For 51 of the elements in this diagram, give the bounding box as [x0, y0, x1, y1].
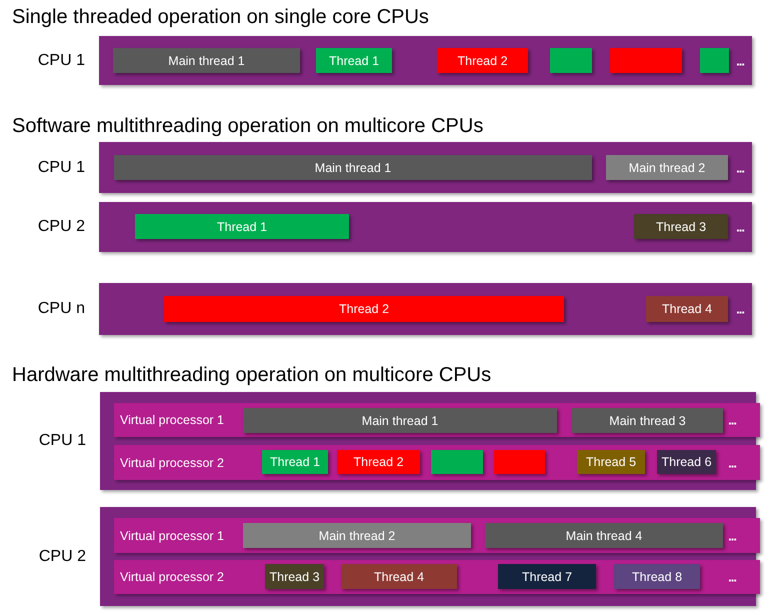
virtual-processor-band	[114, 560, 760, 594]
thread-bar: Main thread 1	[114, 155, 592, 180]
cpu-label: CPU 1	[38, 52, 85, 70]
thread-block	[700, 48, 729, 73]
cpu-label: CPU 1	[38, 432, 86, 450]
thread-bar: Main thread 2	[243, 523, 471, 548]
ellipsis: ...	[736, 54, 744, 67]
thread-bar: Thread 3	[634, 214, 728, 239]
processor-label: Virtual processor 1	[120, 528, 224, 542]
thread-bar: Thread 1	[316, 48, 392, 73]
cpu-label: CPU 2	[38, 548, 86, 566]
thread-block	[610, 48, 682, 73]
ellipsis: ...	[728, 529, 736, 542]
thread-bar: Thread 2	[337, 450, 420, 474]
thread-bar: Main thread 2	[606, 155, 728, 180]
thread-bar: Thread 5	[577, 450, 645, 474]
section-title: Single threaded operation on single core CPUs	[12, 6, 429, 29]
virtual-processor-band	[114, 403, 760, 437]
ellipsis: ...	[736, 220, 744, 234]
thread-bar: Thread 3	[265, 564, 324, 589]
processor-label: Virtual processor 2	[120, 456, 224, 470]
ellipsis: ...	[728, 570, 736, 584]
thread-bar: Thread 8	[614, 564, 700, 589]
thread-block	[550, 48, 592, 73]
section-title: Hardware multithreading operation on multicore CPUs	[12, 364, 492, 387]
thread-bar: Main thread 4	[485, 523, 723, 548]
virtual-processor-band	[114, 518, 760, 553]
thread-bar: Main thread 3	[572, 408, 723, 433]
ellipsis: ...	[736, 302, 744, 316]
thread-bar: Thread 1	[135, 214, 349, 239]
thread-bar: Thread 2	[164, 296, 564, 322]
cpu-label: CPU 2	[38, 218, 85, 236]
section-title: Software multithreading operation on multicore CPUs	[12, 115, 484, 138]
thread-block	[431, 450, 483, 474]
processor-label: Virtual processor 1	[120, 413, 224, 427]
thread-block	[494, 450, 545, 474]
thread-bar: Main thread 1	[243, 408, 557, 433]
thread-bar: Thread 6	[657, 450, 716, 474]
thread-bar: Thread 7	[498, 564, 596, 589]
ellipsis: ...	[728, 414, 736, 426]
processor-label: Virtual processor 2	[120, 570, 224, 584]
virtual-processor-band	[114, 445, 760, 480]
ellipsis: ...	[728, 456, 736, 469]
cpu-label: CPU n	[38, 300, 85, 318]
thread-bar: Thread 4	[341, 564, 457, 589]
thread-bar: Thread 1	[262, 450, 328, 474]
thread-bar: Main thread 1	[113, 48, 300, 73]
ellipsis: ...	[736, 161, 744, 174]
thread-bar: Thread 4	[646, 296, 728, 322]
thread-bar: Thread 2	[437, 48, 528, 73]
cpu-label: CPU 1	[38, 158, 85, 176]
